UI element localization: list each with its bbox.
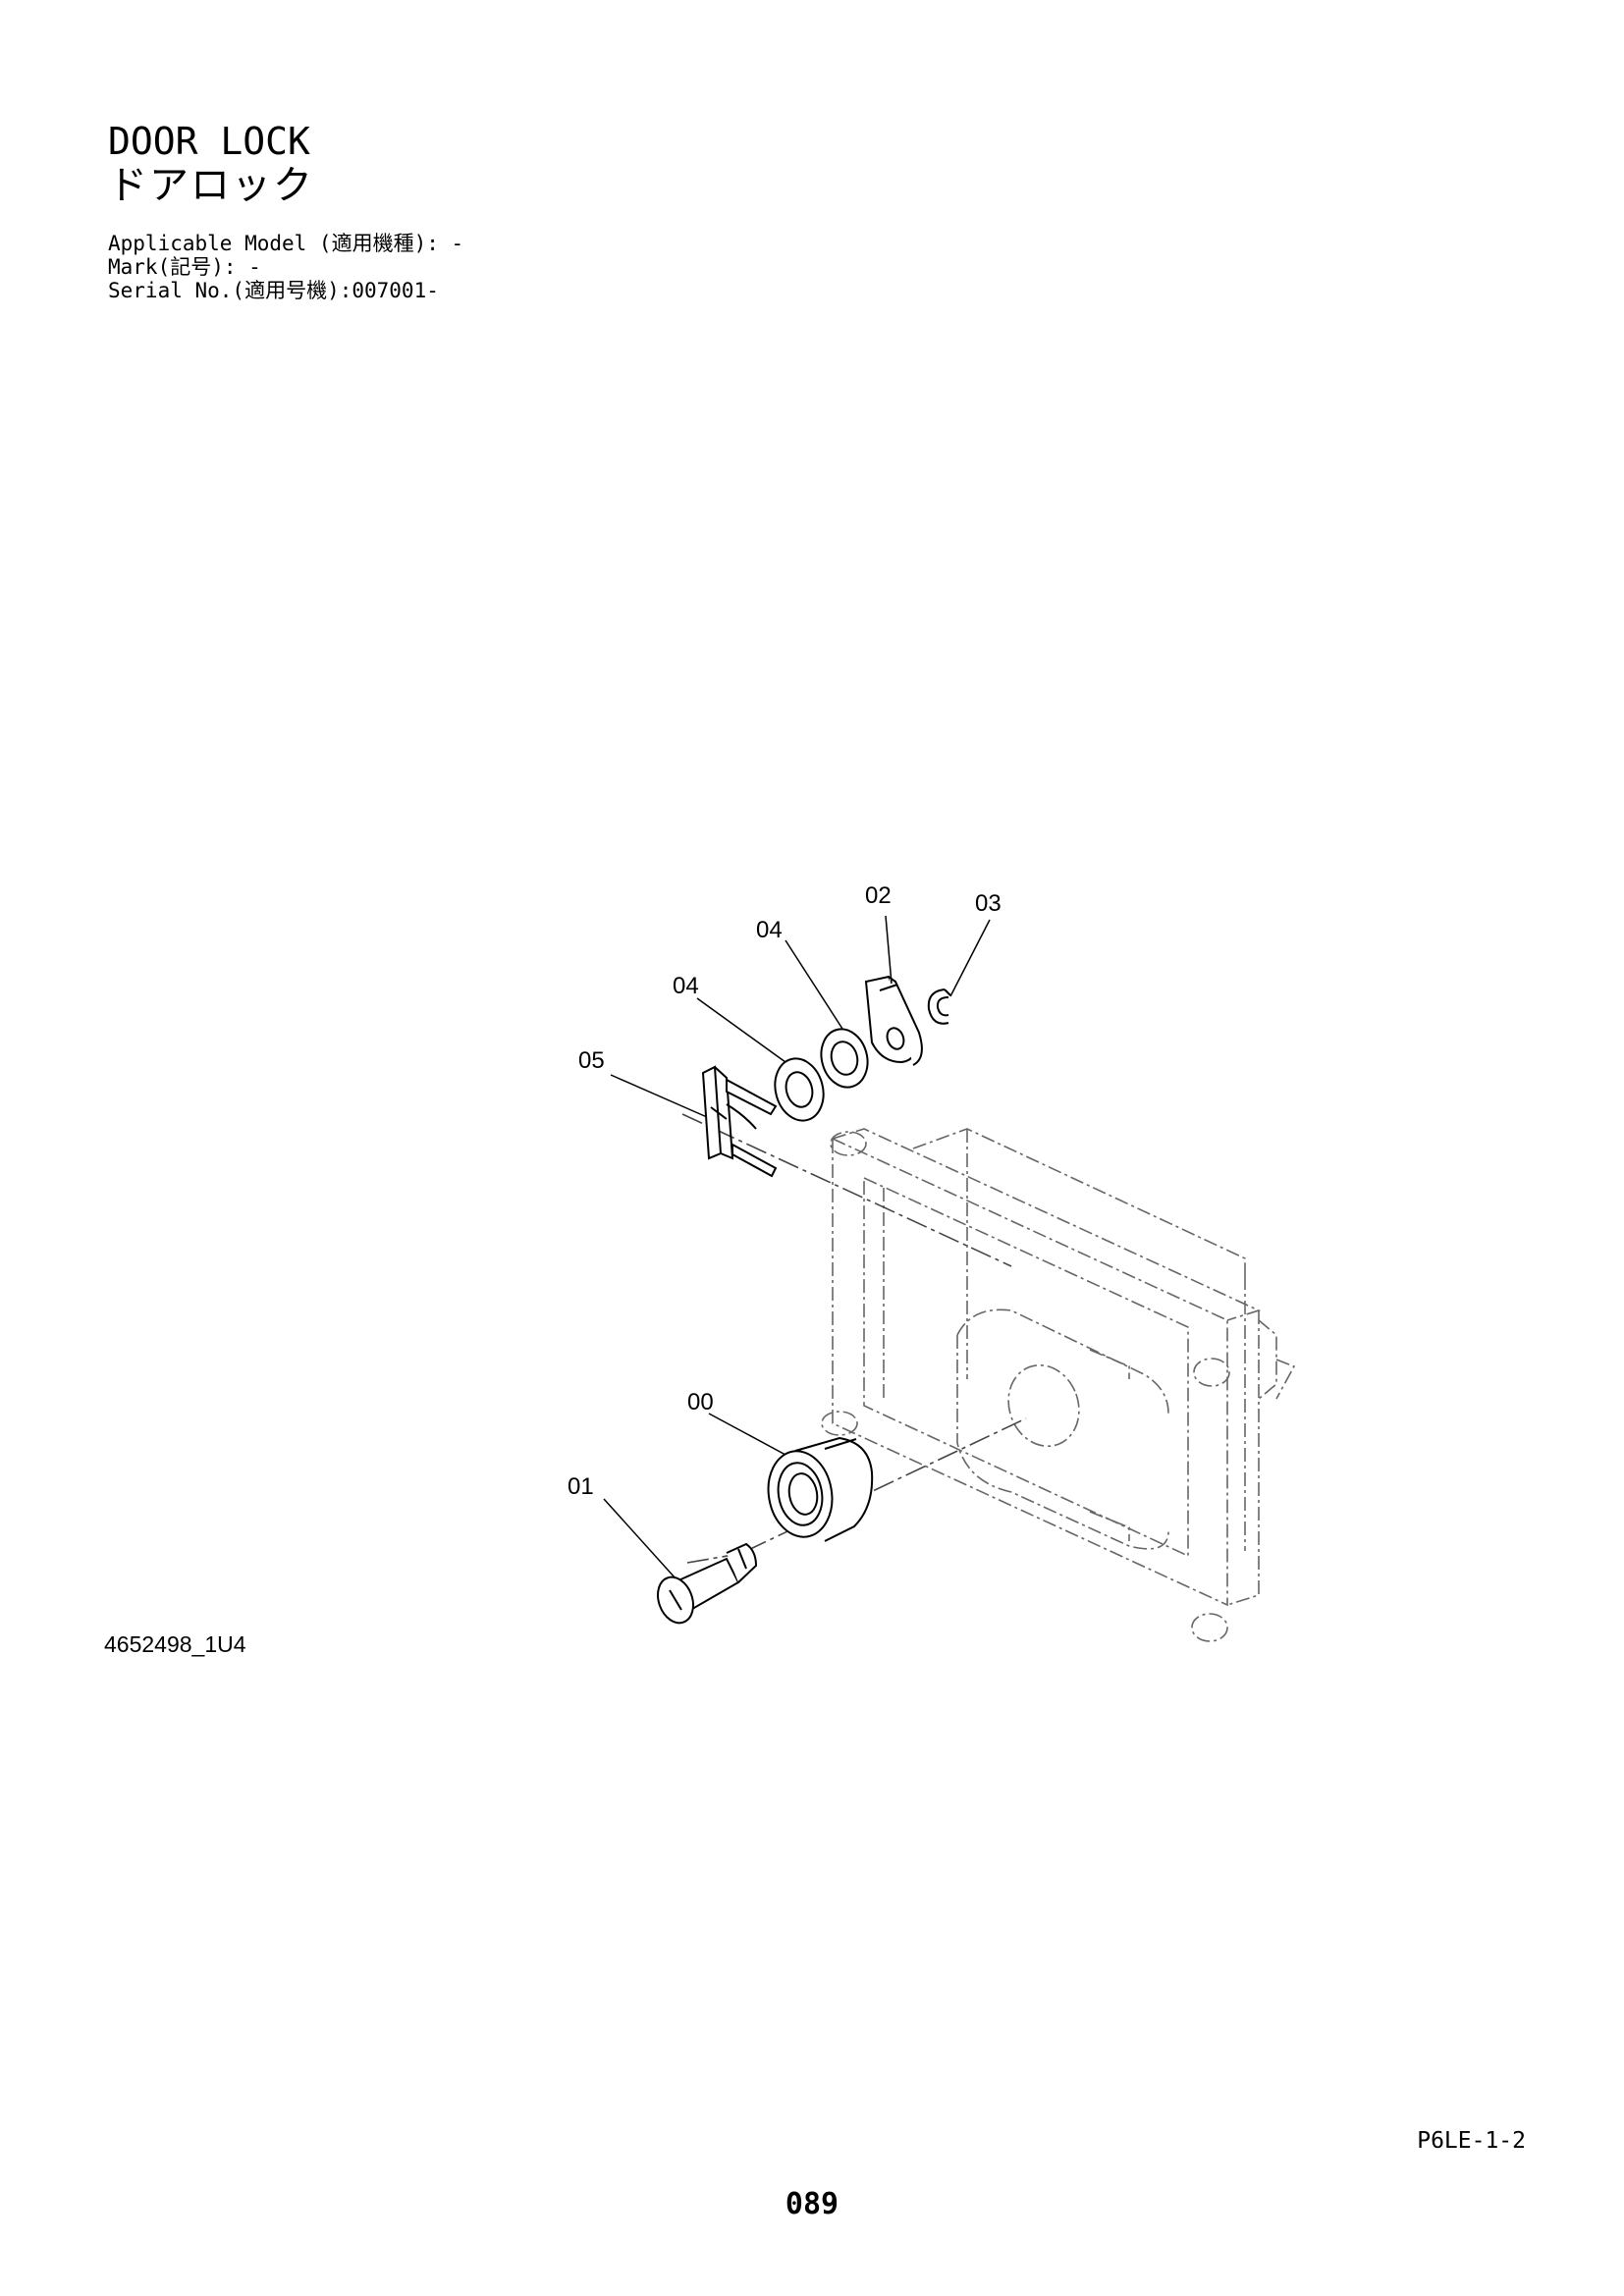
part-04-washer-b	[820, 1028, 869, 1089]
door-panel-phantom	[821, 1128, 1296, 1642]
callout-02: 02	[865, 882, 892, 909]
part-02-cam-plate	[864, 975, 923, 1066]
callout-03: 03	[975, 890, 1001, 917]
page-number: 089	[785, 2187, 839, 2221]
part-01-lock-cylinder	[657, 1542, 758, 1625]
part-05-clip	[701, 1065, 778, 1178]
page-title-en: DOOR LOCK	[108, 120, 310, 163]
callout-04-lower: 04	[673, 973, 699, 999]
page-title-ja: ドアロック	[108, 163, 314, 208]
part-03-snap-ring	[927, 988, 951, 1025]
part-00-housing	[767, 1436, 874, 1542]
serial-number: Serial No.(適用号機):007001-	[108, 279, 439, 302]
callout-leaders	[603, 915, 991, 1579]
applicability-info: Applicable Model (適用機種): - Mark(記号): - S…	[108, 232, 463, 302]
applicable-model: Applicable Model (適用機種): -	[108, 232, 464, 255]
callout-00: 00	[687, 1389, 714, 1415]
part-04-washer-a	[774, 1057, 825, 1122]
section-code: P6LE-1-2	[1417, 2128, 1526, 2154]
mark: Mark(記号): -	[108, 255, 261, 279]
drawing-id: 4652498_1U4	[104, 1631, 246, 1657]
callout-05: 05	[578, 1047, 605, 1074]
callout-04-upper: 04	[756, 917, 783, 943]
callout-01: 01	[568, 1473, 594, 1500]
